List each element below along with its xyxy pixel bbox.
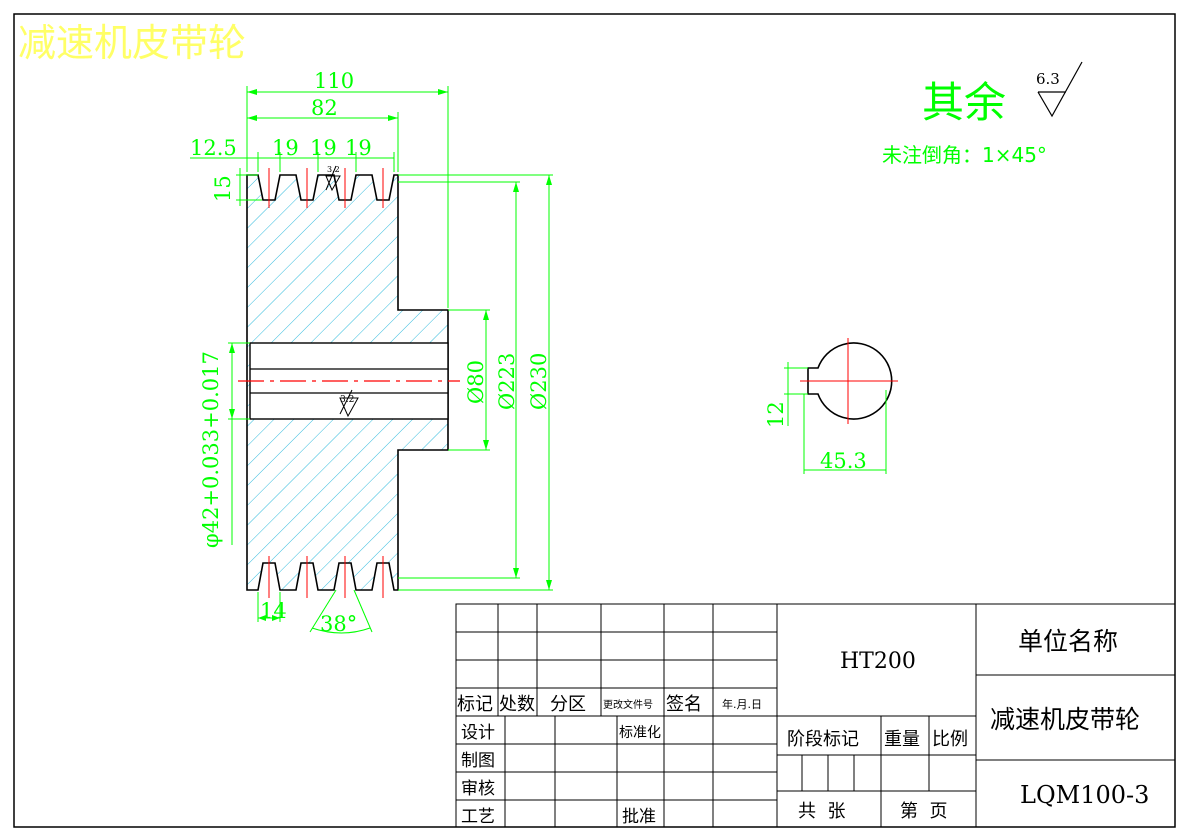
role-standardization: 标准化: [619, 725, 661, 741]
drawing-number: LQM100-3: [1020, 781, 1149, 809]
dim-key-width: 12: [764, 401, 788, 428]
dim-hub-width: 82: [311, 96, 338, 120]
rev-mark-header: 标记: [457, 694, 493, 715]
dim-groove-top-width: 14: [260, 599, 287, 623]
roughness-symbol: 3.2: [339, 389, 359, 418]
role-approval: 批准: [622, 807, 656, 827]
dim-groove-depth: 15: [211, 175, 235, 202]
role-drafting: 制图: [461, 751, 495, 771]
pulley-section: [238, 168, 460, 598]
dimension-arrows: [229, 89, 552, 621]
sheet-number-label: 第 页: [900, 801, 947, 822]
dim-hub-diameter: Ø80: [464, 360, 488, 404]
stage-mark-label: 阶段标记: [787, 729, 859, 750]
dim-groove-pitch: 19: [272, 136, 299, 160]
scale-label: 比例: [932, 729, 968, 750]
part-name: 减速机皮带轮: [990, 705, 1140, 734]
rev-count-header: 处数: [499, 694, 535, 715]
rev-signature-header: 签名: [666, 694, 702, 715]
total-sheets-label: 共 张: [798, 801, 845, 822]
roughness-value: 6.3: [1036, 70, 1060, 88]
rev-date-header: 年.月.日: [722, 697, 762, 711]
dim-key-depth: 45.3: [820, 449, 867, 473]
remaining-surfaces-label: 其余: [922, 78, 1006, 127]
role-design: 设计: [461, 723, 495, 743]
groove-centerlines: [268, 168, 384, 598]
dim-groove-pitch: 19: [345, 136, 372, 160]
dim-groove-pitch: 19: [310, 136, 337, 160]
material: HT200: [840, 649, 916, 674]
dim-groove-angle: 38°: [320, 612, 357, 636]
svg-text:3.2: 3.2: [340, 395, 354, 405]
company-name: 单位名称: [1018, 627, 1118, 656]
dim-overall-width: 110: [314, 69, 354, 93]
dim-outer-diameter: Ø230: [527, 353, 551, 410]
drawing-title: 减速机皮带轮: [18, 21, 246, 65]
svg-text:3.2: 3.2: [327, 165, 340, 174]
chamfer-note: 未注倒角：1×45°: [882, 143, 1047, 167]
keyway-end-view: 12 45.3: [764, 338, 898, 474]
dimension-lines: [190, 86, 553, 634]
rev-doc-header: 更改文件号: [603, 698, 653, 711]
role-process: 工艺: [461, 807, 495, 827]
roughness-icon: [1037, 61, 1083, 118]
dim-groove-edge: 12.5: [190, 136, 237, 160]
role-review: 审核: [461, 779, 495, 799]
dim-pitch-diameter: Ø223: [495, 353, 519, 410]
title-block: [455, 603, 1176, 828]
rev-zone-header: 分区: [550, 694, 586, 715]
groove-roughness-symbol: 3.2: [325, 165, 341, 192]
surface-finish-note: 其余 6.3 未注倒角：1×45°: [882, 61, 1083, 167]
dim-bore-tolerance: φ42+0.033+0.017: [199, 351, 223, 548]
weight-label: 重量: [884, 729, 920, 750]
